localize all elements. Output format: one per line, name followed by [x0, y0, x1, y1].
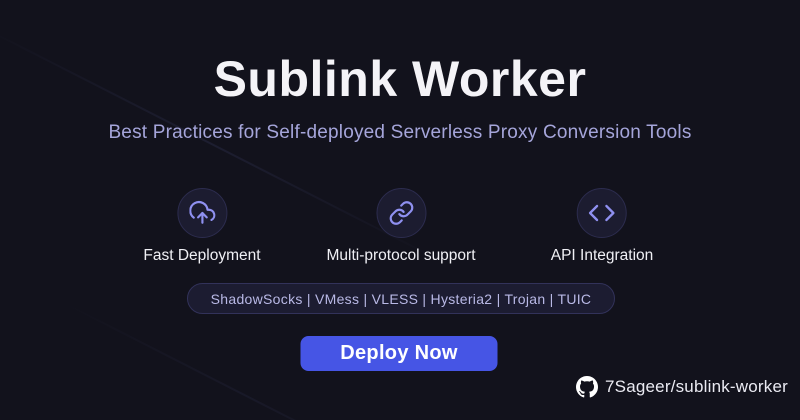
protocol-list-pill: ShadowSocks | VMess | VLESS | Hysteria2 … — [187, 283, 615, 314]
github-repo-text: 7Sageer/sublink-worker — [605, 377, 788, 396]
cloud-upload-icon — [188, 200, 215, 224]
feature-label: API Integration — [550, 247, 654, 264]
github-repo-link[interactable]: 7Sageer/sublink-worker — [576, 375, 788, 399]
link-icon — [389, 201, 413, 225]
page-subtitle: Best Practices for Self-deployed Serverl… — [108, 122, 692, 143]
feature-label: Fast Deployment — [143, 247, 261, 264]
feature-fast-deployment: Fast Deployment — [143, 188, 261, 265]
icon-circle — [375, 188, 426, 238]
feature-api-integration: API Integration — [550, 188, 654, 265]
icon-circle — [576, 188, 627, 238]
deploy-now-button[interactable]: Deploy Now — [300, 336, 498, 371]
protocol-list-text: ShadowSocks | VMess | VLESS | Hysteria2 … — [210, 290, 592, 307]
feature-multi-protocol: Multi-protocol support — [326, 188, 476, 265]
github-icon — [576, 376, 599, 398]
icon-circle — [176, 188, 227, 238]
feature-label: Multi-protocol support — [326, 247, 476, 264]
deploy-now-label: Deploy Now — [340, 342, 458, 364]
page-title: Sublink Worker — [213, 51, 587, 107]
code-icon — [589, 204, 615, 222]
